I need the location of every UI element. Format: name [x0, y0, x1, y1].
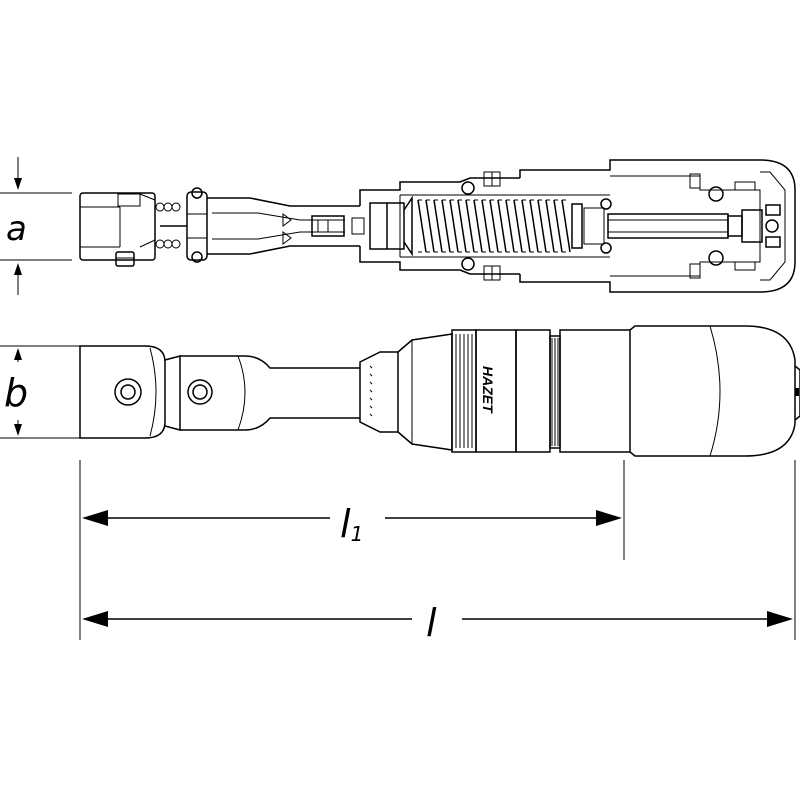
lever-shaft-section — [207, 197, 365, 255]
dimension-l-label: l — [426, 601, 437, 645]
joint-collar — [164, 355, 181, 431]
handle-section — [519, 159, 796, 293]
adjuster-screw-section — [607, 204, 781, 248]
dimension-l: l — [82, 460, 796, 645]
spring-section — [369, 195, 612, 257]
drive-head — [79, 345, 166, 439]
exterior-view: HAZET — [79, 325, 800, 457]
wrench-body: HAZET — [397, 329, 631, 453]
handle-grip — [629, 325, 800, 457]
dimension-l1: l1 — [79, 460, 625, 640]
dimension-a: a — [0, 157, 72, 295]
dimension-b: b — [0, 345, 80, 439]
drive-head-section — [79, 192, 156, 267]
dimension-b-label: b — [4, 371, 28, 415]
body-tube-section — [359, 171, 610, 281]
dimension-a-label: a — [6, 209, 27, 249]
dimension-l1-label: l1 — [340, 502, 363, 546]
sectional-view — [79, 159, 796, 293]
brand-logo: HAZET — [480, 366, 496, 414]
joint-section — [155, 187, 208, 263]
knurled-adapter — [359, 351, 399, 433]
lever-shaft — [180, 355, 360, 431]
